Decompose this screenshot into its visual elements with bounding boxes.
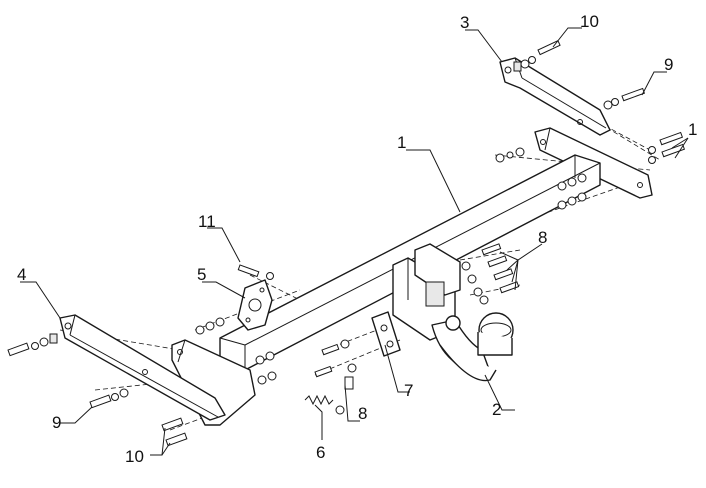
- left-mounting-plate: [171, 339, 256, 426]
- socket-plate: [237, 279, 273, 331]
- callout-5-socket-plate: 5: [197, 265, 206, 284]
- callout-9-right: 9: [664, 55, 673, 74]
- callout-8-right-bolts: 8: [538, 228, 547, 247]
- leader-lines: [20, 27, 689, 456]
- left-side-bracket: [59, 314, 226, 421]
- ball-mount-bracket: [392, 243, 461, 341]
- callout-4-left-bracket: 4: [17, 265, 26, 284]
- callout-10-top: 10: [580, 12, 599, 31]
- callout-3-right-bracket: 3: [460, 13, 469, 32]
- callout-7-plate: 7: [404, 381, 413, 400]
- callout-1-crossbar: 1: [397, 133, 406, 152]
- callout-8-lower-bolt: 8: [358, 404, 367, 423]
- callout-labels: 1 1 2 3 4 5 6 7 8 8 9 9 10 10 11: [17, 12, 697, 466]
- callout-10-bottom: 10: [125, 447, 144, 466]
- spring-part: [304, 394, 345, 415]
- right-side-bracket: [499, 57, 611, 136]
- tow-ball-neck: [431, 312, 514, 382]
- callout-2-ball: 2: [492, 400, 501, 419]
- callout-1-right-bolts: 1: [688, 120, 697, 139]
- fasteners: [7, 40, 686, 447]
- callout-6-spring: 6: [316, 443, 325, 462]
- callout-11: 11: [198, 212, 216, 231]
- callout-9-left: 9: [52, 413, 61, 432]
- mounting-plate-7: [371, 311, 401, 357]
